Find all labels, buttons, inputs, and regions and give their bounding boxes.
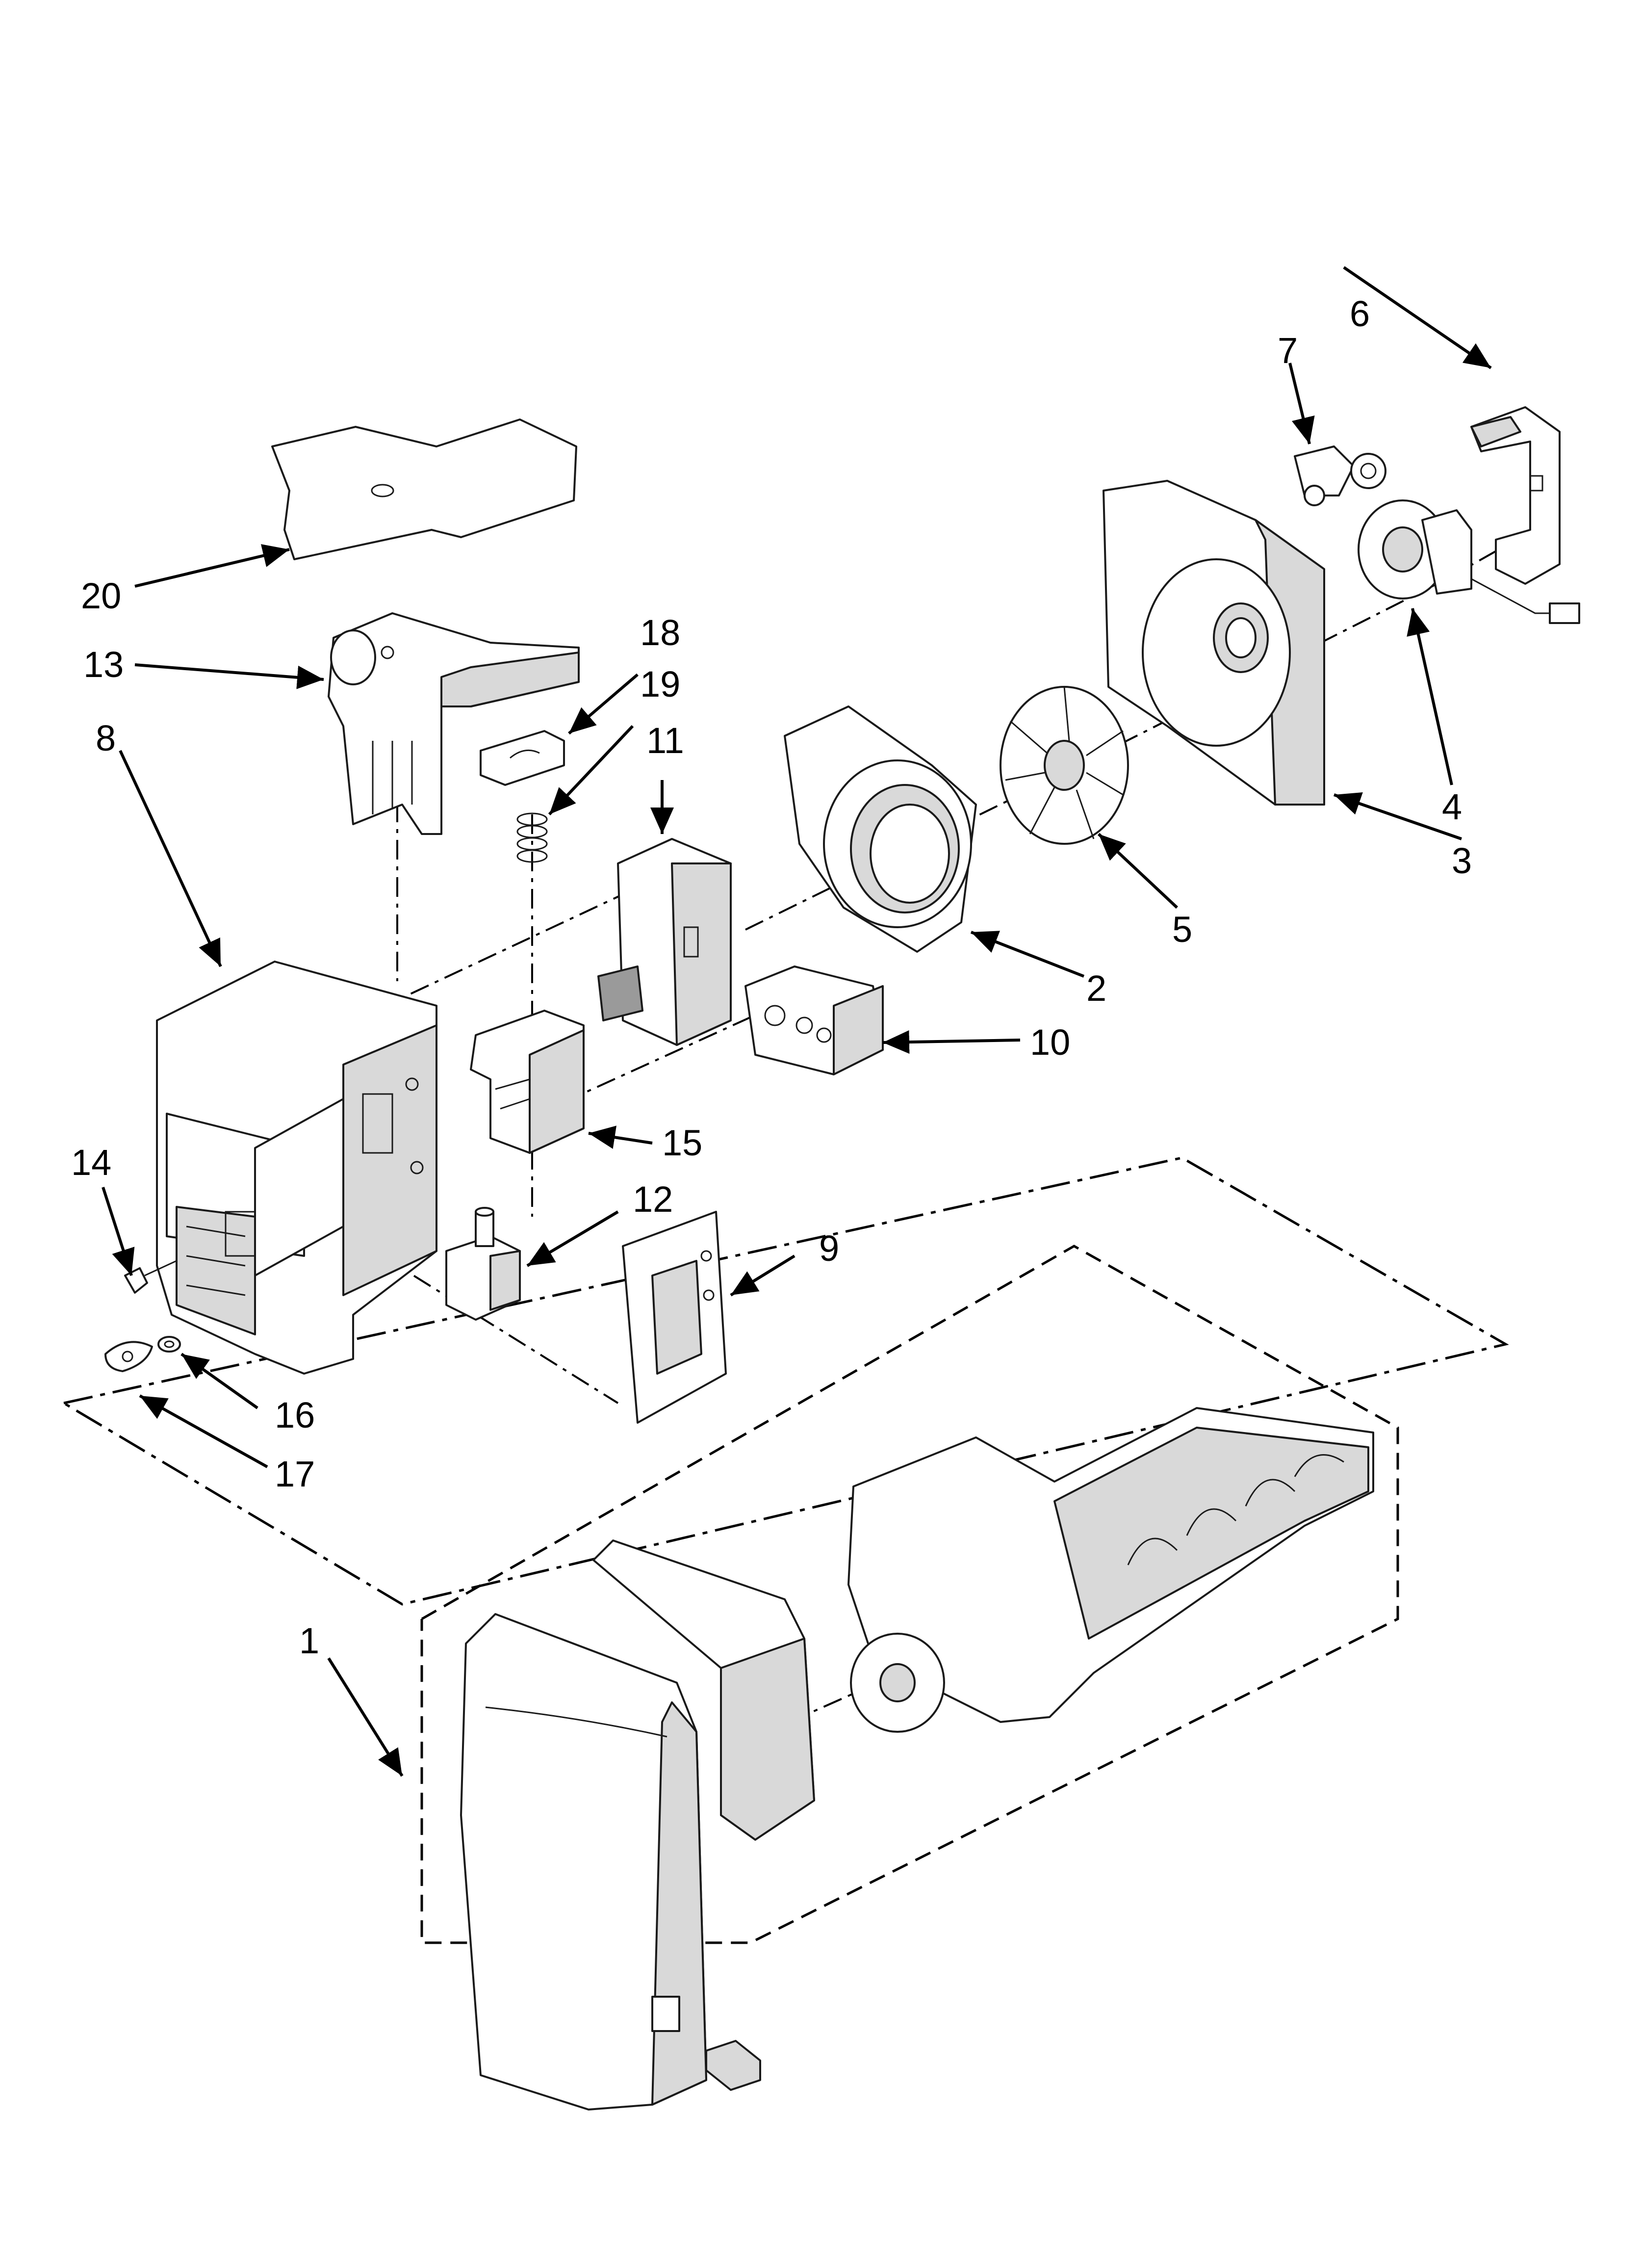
- callout-18: 18: [640, 612, 680, 653]
- callout-6: 6: [1350, 293, 1370, 334]
- callout-3: 3: [1452, 840, 1472, 881]
- callout-7: 7: [1278, 330, 1298, 371]
- callout-8: 8: [96, 718, 116, 758]
- part-13-ice-duct: [328, 612, 580, 835]
- part-20-insulation-sheet: [271, 418, 577, 560]
- callout-2: 2: [1086, 968, 1106, 1009]
- callout-15: 15: [662, 1122, 702, 1163]
- part-2-fan-shroud: [784, 705, 977, 953]
- callout-17: 17: [275, 1454, 315, 1494]
- callout-11: 11: [646, 720, 684, 761]
- part-8-dispenser-housing: [156, 961, 437, 1375]
- assembly-boundary-2: [420, 1245, 1399, 1944]
- part-5-fan-blade: [1000, 686, 1129, 845]
- part-9-dispenser-frame: [622, 1211, 727, 1424]
- part-4-fan-motor: [1358, 499, 1580, 624]
- part-18-cap: [480, 730, 565, 786]
- callout-20: 20: [81, 575, 121, 616]
- callout-19: 19: [640, 664, 680, 704]
- leader-lines: [102, 266, 1492, 1777]
- part-15-bracket: [470, 1010, 585, 1154]
- assembly-boundary-1: [63, 1156, 1509, 1606]
- callout-10: 10: [1030, 1022, 1070, 1063]
- part-7-coupler: [1294, 445, 1386, 506]
- part-6-motor-bracket: [1470, 406, 1561, 585]
- callout-1: 1: [299, 1620, 319, 1661]
- callout-labels: 20 13 18 19 11 8 6 7 4 3 5 2 10 15 12 9 …: [71, 293, 1472, 1661]
- part-16-washer: [157, 1336, 181, 1353]
- part-12-solenoid: [445, 1207, 521, 1321]
- callout-12: 12: [633, 1179, 673, 1220]
- part-1-ice-bucket-assembly: [460, 1407, 1374, 2111]
- callout-14: 14: [71, 1142, 111, 1183]
- callout-9: 9: [819, 1228, 839, 1269]
- part-10-auger-motor: [744, 965, 884, 1075]
- part-19-spring: [516, 812, 548, 863]
- part-3-fan-housing: [1103, 480, 1325, 806]
- callout-16: 16: [275, 1395, 315, 1435]
- part-17-clip: [104, 1341, 153, 1372]
- part-11-switch-housing: [597, 838, 732, 1046]
- callout-13: 13: [83, 644, 124, 685]
- callout-5: 5: [1172, 909, 1192, 950]
- callout-4: 4: [1442, 786, 1462, 827]
